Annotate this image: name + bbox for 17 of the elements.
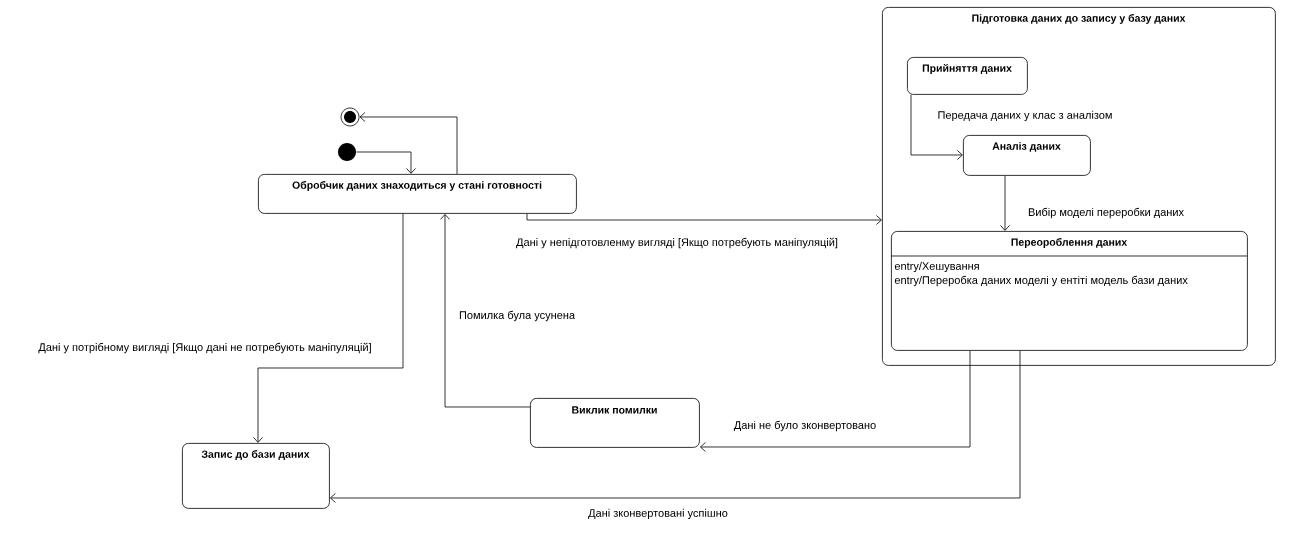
state-box: Запис до бази даних: [182, 443, 330, 509]
arrow: [359, 112, 458, 175]
initial-state-dot: [338, 143, 356, 161]
arrow: [440, 214, 531, 408]
final-state-symbol: [340, 107, 360, 127]
state-box: Переороблення даних entry/Хешування entry/Переробка даних моделі у ентіті модель бази даних: [890, 231, 1248, 351]
arrow: [253, 213, 404, 443]
arrow: [356, 151, 416, 174]
state-box: Обробчик даних знаходиться у стані готовності: [258, 174, 577, 214]
state-box: Прийняття даних: [907, 57, 1028, 95]
state-box: Аналіз даних: [963, 135, 1091, 176]
arrow: [910, 94, 963, 160]
arrow: [526, 213, 882, 225]
arrow: [700, 350, 971, 452]
arrow: [330, 350, 1021, 503]
arrow: [1000, 175, 1010, 231]
state-box: Виклик помилки: [530, 398, 700, 448]
